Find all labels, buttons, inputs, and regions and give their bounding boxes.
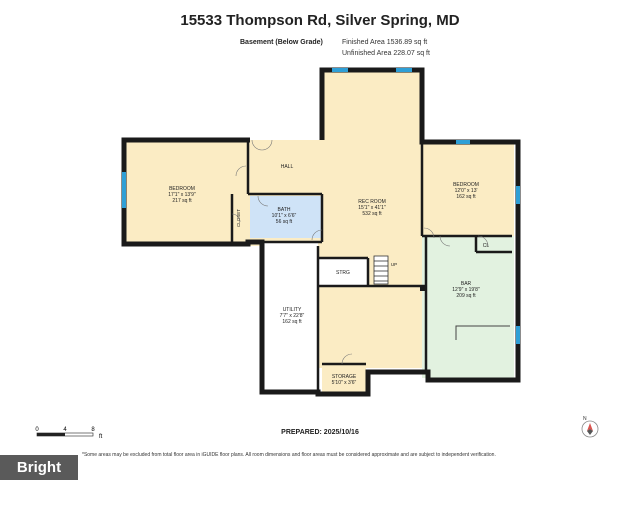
bar-dims: 12'9" x 19'8" [452,287,480,293]
bedroom-left-dims: 17'1" x 13'9" [168,192,196,198]
finished-area: Finished Area 1536.89 sq ft [342,39,428,46]
bath-name: BATH [278,207,291,213]
utility-dims: 7'7" x 22'8" [280,313,305,319]
storage-dims: 5'10" x 3'6" [332,380,357,386]
bar-fill [422,236,514,378]
cl-label: CL [483,243,490,249]
rec-room-dims: 15'1" x 41'1" [358,205,386,211]
utility-name: UTILITY [283,307,302,313]
windows [122,68,520,344]
bar-counter [455,325,510,330]
bath-dims: 10'1" x 6'6" [272,213,297,219]
rec-room-name: REC ROOM [358,199,386,205]
doors [231,139,489,365]
scale-tick-0: 0 [35,427,39,433]
column [420,285,425,291]
strg-label: STRG [336,270,350,276]
plan-title: 15533 Thompson Rd, Silver Spring, MD [180,12,460,29]
bath-area: 56 sq ft [276,219,293,225]
floor-plan: BEDROOM 17'1" x 13'9" 217 sq ft HALL CLO… [121,67,521,397]
scale-tick-8: 8 [91,427,95,433]
bedroom-left-fill [124,140,248,244]
interior-walls [230,140,512,392]
utility-area: 162 sq ft [282,319,302,325]
bath-fill [250,196,322,238]
bar-name: BAR [461,281,472,287]
utility-fill [264,242,318,390]
floor-label: Basement (Below Grade) [240,39,323,46]
bedroom-right-dims: 12'0" x 13' [455,188,478,194]
up-label: UP [391,262,397,267]
bedroom-right-area: 162 sq ft [456,194,476,200]
scale-bar: 0 4 8 ft [35,427,103,440]
mls-badge: Bright MLS [0,455,78,501]
bedroom-right-fill [422,142,514,236]
bedroom-left-area: 217 sq ft [172,198,192,204]
bar-area: 209 sq ft [456,293,476,299]
strg-fill [318,258,368,286]
storage-fill [322,364,366,392]
bedroom-left-name: BEDROOM [169,186,195,192]
unfinished-area: Unfinished Area 228.07 sq ft [342,50,430,57]
stairs [373,255,389,285]
rec-room-upper-fill [322,70,422,142]
disclaimer: *Some areas may be excluded from total f… [82,452,496,458]
svg-text:N: N [583,416,587,422]
storage-name: STORAGE [332,374,357,380]
scale-unit: ft [99,434,103,440]
scale-tick-4: 4 [63,427,67,433]
closet-label: CLOSET [236,209,241,227]
bedroom-right-name: BEDROOM [453,182,479,188]
compass-icon: N [581,416,599,438]
hall-label: HALL [281,164,294,170]
rec-room-area: 532 sq ft [362,211,382,217]
prepared-date: PREPARED: 2025/10/16 [281,429,359,436]
